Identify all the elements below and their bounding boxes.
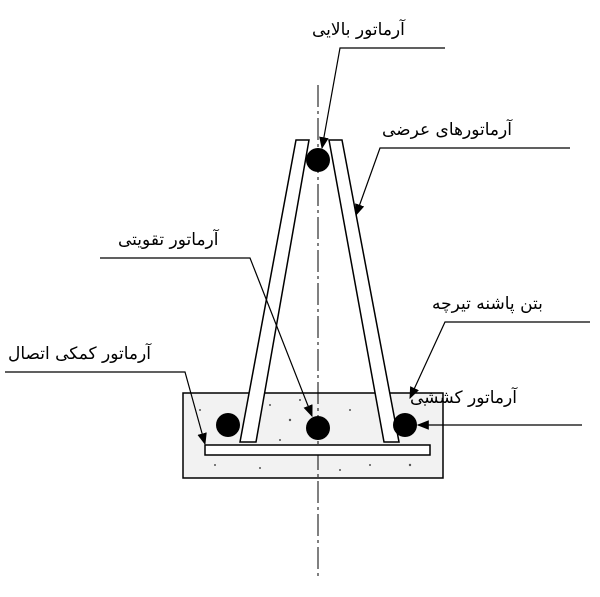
right-transverse-rebar (328, 139, 400, 443)
label-tension-rebar: آرماتور کششی (410, 388, 517, 408)
connection-rebar-plate (204, 444, 431, 456)
left-transverse-rebar (239, 139, 310, 443)
tension-rebar-left (216, 413, 240, 437)
top-rebar-circle (306, 148, 330, 172)
label-top-rebar: آرماتور بالایی (312, 20, 405, 40)
tension-rebar-right (393, 413, 417, 437)
label-heel-concrete: بتن پاشنه تیرچه (432, 294, 543, 314)
label-transverse-rebars: آرماتورهای عرضی (382, 120, 512, 140)
label-reinforcing-rebar: آرماتور تقویتی (118, 230, 219, 250)
leader-lines (5, 47, 590, 446)
label-connection-rebar: آرماتور کمکی اتصال (8, 344, 151, 364)
concrete-speckles (199, 399, 426, 471)
reinforcing-rebar-circle (306, 416, 330, 440)
